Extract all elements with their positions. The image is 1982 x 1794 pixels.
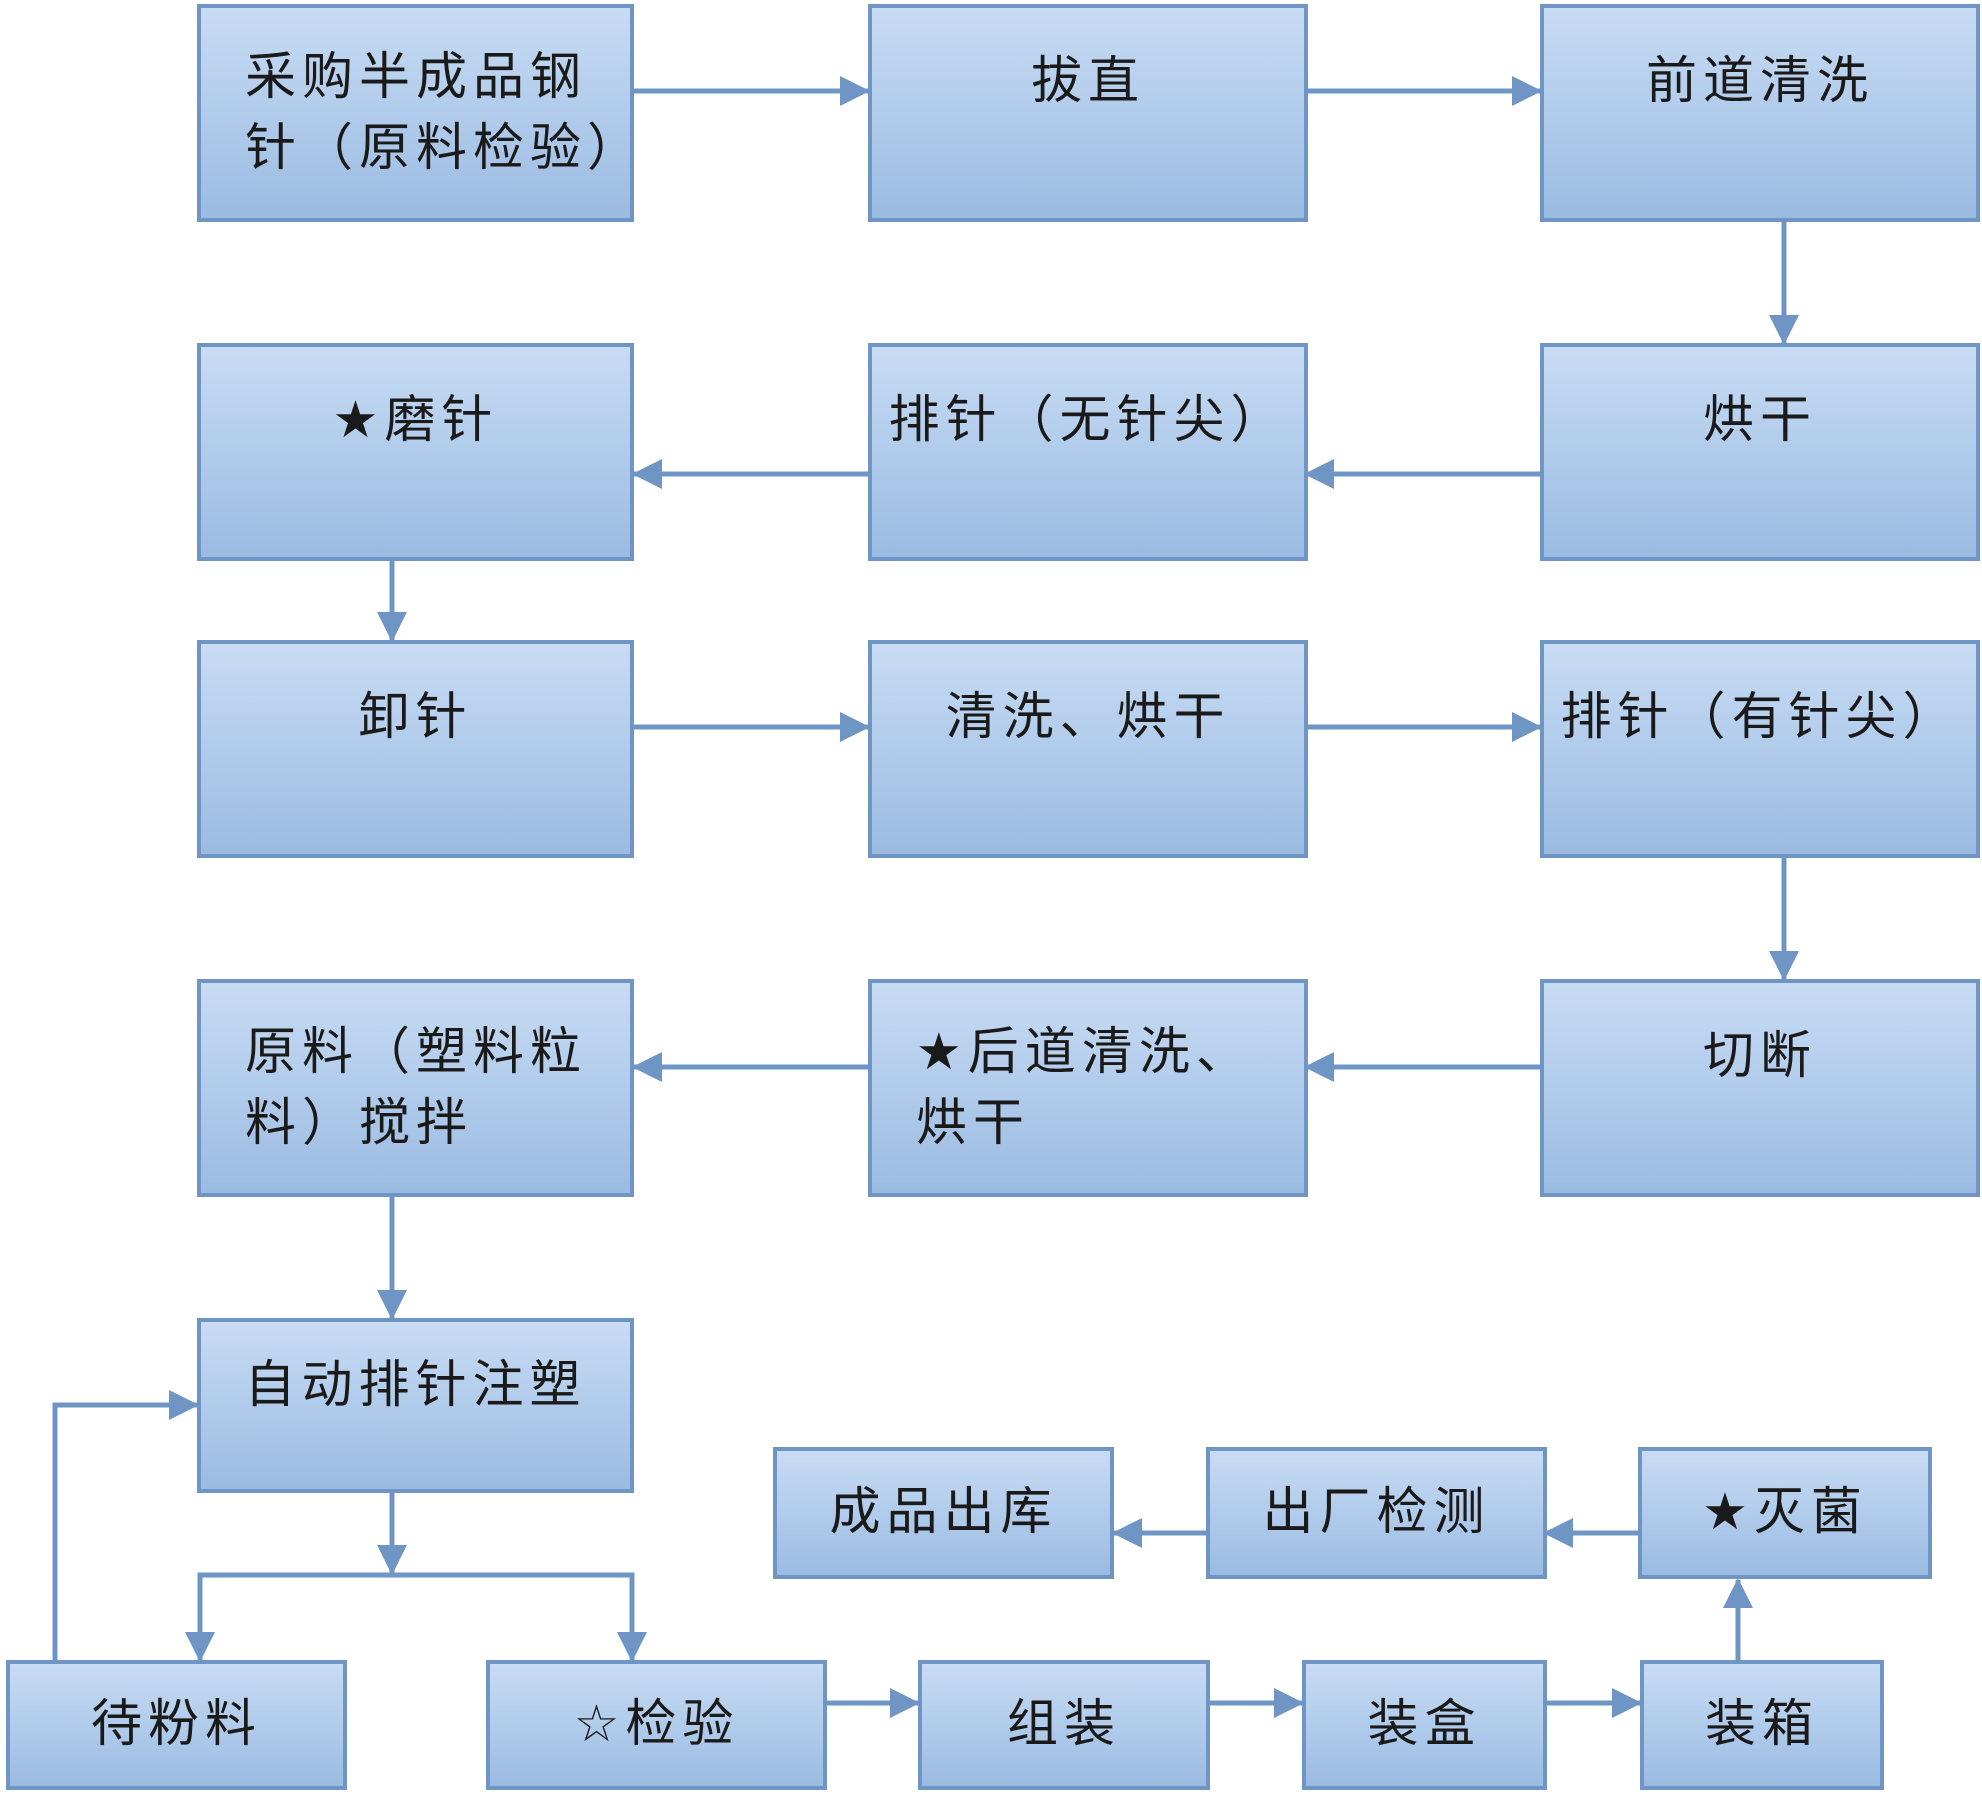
step-auto-mold-label: 自动排针注塑: [244, 1356, 587, 1415]
step-unload-label: 卸针: [358, 688, 473, 747]
step-grind-label: ★磨针: [332, 391, 499, 450]
step-assemble-label: 组装: [1006, 1695, 1121, 1755]
step-cut-label: 切断: [1702, 1027, 1817, 1086]
step-purchase-box: 采购半成品钢 针（原料检验）: [197, 4, 645, 222]
step-dry-box: 烘干: [1540, 343, 1980, 561]
step-sterilize-label: ★灭菌: [1702, 1483, 1868, 1543]
step-mix-box: 原料（塑料粒 料）搅拌: [197, 979, 634, 1197]
step-unload-box: 卸针: [197, 640, 634, 858]
step-inspect-box: ☆检验: [486, 1660, 827, 1790]
step-cut-box: 切断: [1540, 979, 1980, 1197]
step-arrange-tip-box: 排针（有针尖）: [1540, 640, 1980, 858]
arrow-split-to-inspect: [392, 1572, 647, 1662]
arrow-powder-to-mold: [52, 1390, 199, 1660]
step-powder-box: 待粉料: [6, 1660, 347, 1790]
step-box-box: 装盒: [1302, 1660, 1547, 1790]
step-factory-test-label: 出厂检测: [1262, 1483, 1491, 1543]
step-arrange-tip-label: 排针（有针尖）: [1560, 688, 1960, 747]
step-sterilize-box: ★灭菌: [1638, 1447, 1932, 1579]
step-auto-mold-box: 自动排针注塑: [197, 1318, 634, 1493]
step-arrange-no-tip-box: 排针（无针尖）: [868, 343, 1308, 561]
step-straighten-label: 拔直: [1030, 52, 1145, 111]
step-warehouse-label: 成品出库: [829, 1483, 1058, 1543]
step-grind-box: ★磨针: [197, 343, 634, 561]
step-powder-label: 待粉料: [90, 1695, 262, 1755]
step-dry-label: 烘干: [1702, 391, 1817, 450]
step-arrange-no-tip-label: 排针（无针尖）: [888, 391, 1288, 450]
step-wash-dry-box: 清洗、烘干: [868, 640, 1308, 858]
step-straighten-box: 拔直: [868, 4, 1308, 222]
step-warehouse-box: 成品出库: [773, 1447, 1114, 1579]
step-post-wash-box: ★后道清洗、 烘干: [868, 979, 1308, 1197]
step-factory-test-box: 出厂检测: [1206, 1447, 1547, 1579]
step-post-wash-label: ★后道清洗、 烘干: [916, 1023, 1253, 1154]
step-pre-wash-label: 前道清洗: [1645, 52, 1874, 111]
step-pack-label: 装箱: [1704, 1695, 1819, 1755]
step-pre-wash-box: 前道清洗: [1540, 4, 1980, 222]
step-purchase-label: 采购半成品钢 针（原料检验）: [245, 48, 645, 179]
step-mix-label: 原料（塑料粒 料）搅拌: [245, 1023, 588, 1154]
step-inspect-label: ☆检验: [573, 1695, 740, 1755]
step-wash-dry-label: 清洗、烘干: [945, 688, 1231, 747]
step-box-label: 装盒: [1367, 1695, 1482, 1755]
step-assemble-box: 组装: [918, 1660, 1210, 1790]
step-pack-box: 装箱: [1640, 1660, 1884, 1790]
arrow-split-to-powder: [185, 1572, 392, 1662]
